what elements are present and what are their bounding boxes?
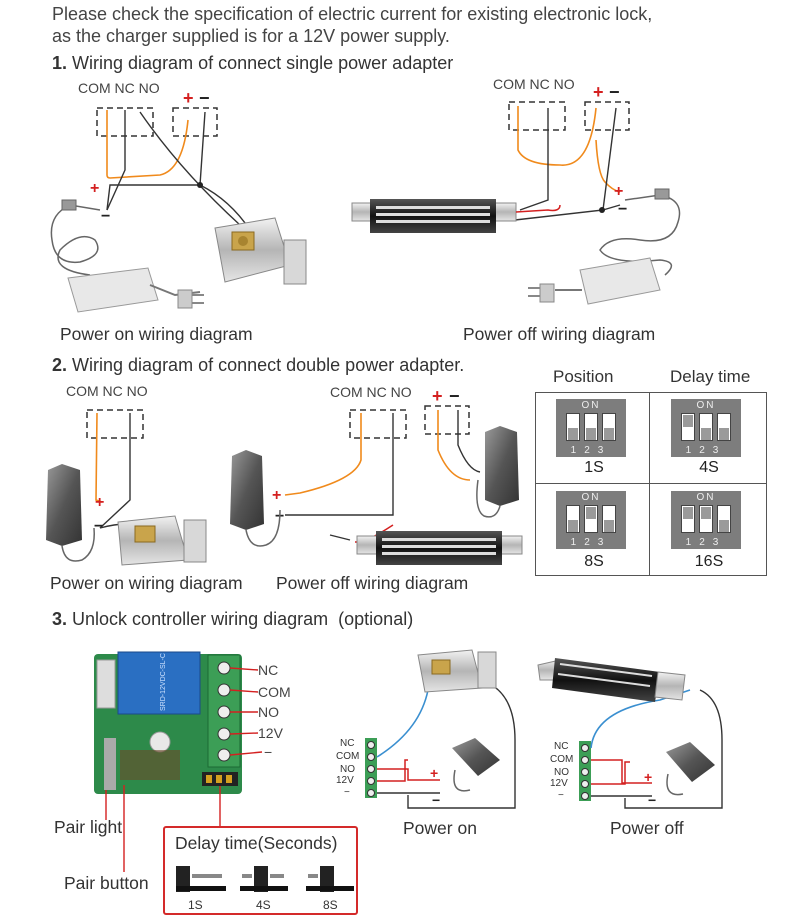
s1-left-plus: + (183, 88, 194, 108)
s2-left-electric-lock-icon (117, 515, 207, 566)
poff-label-nc: NC (554, 741, 569, 752)
svg-text:+: + (644, 769, 652, 785)
s2-left-terminal-labels: COM NC NO (66, 383, 148, 399)
s1-left-orange-wire (106, 110, 189, 179)
svg-text:−: − (618, 201, 627, 218)
controller-terminal-12v: 12V (258, 725, 283, 741)
pair-light-label: Pair light (54, 817, 123, 837)
s1-electric-lock-icon (214, 217, 307, 285)
controller-terminal-nc: NC (258, 662, 279, 678)
svg-text:−: − (101, 208, 110, 225)
s1-left-minus: − (199, 88, 210, 108)
power-on-caption: Power on (403, 818, 477, 838)
pon-label-nc: NC (340, 738, 355, 749)
pon-label-minus: − (344, 787, 350, 798)
jumper-8s-label: 8S (323, 898, 338, 912)
controller-terminal-minus: − (264, 744, 273, 760)
poff-label-12v: 12V (550, 778, 568, 789)
s1-left-terminal-labels: COM NC NO (78, 80, 160, 96)
delay-8s-label: 8S (584, 553, 604, 570)
s1-left-relay-terminals (96, 107, 218, 137)
pon-label-12v: 12V (336, 775, 354, 786)
section-3-heading: 3. Unlock controller wiring diagram (opt… (52, 609, 414, 629)
s2-right-caption: Power off wiring diagram (276, 573, 469, 593)
svg-text:+: + (593, 82, 604, 102)
svg-text:+: + (272, 487, 281, 504)
s2-left-adapter-icon (46, 464, 95, 562)
pon-label-no: NO (340, 764, 355, 775)
table-divider-h (536, 483, 766, 484)
s2-right-adapter-left-icon (230, 450, 281, 547)
svg-text:+: + (614, 183, 623, 200)
s2-left-caption: Power on wiring diagram (50, 573, 243, 593)
table-divider-v (649, 393, 650, 575)
dip-switch-4s: ON 123 (671, 399, 741, 457)
s2-right-terminal-labels: COM NC NO (330, 384, 412, 400)
s1-left-caption: Power on wiring diagram (60, 324, 253, 344)
s2-left-relay-terminals (86, 409, 144, 439)
poff-label-com: COM (550, 754, 574, 765)
dip-switch-table: ON 123 1S ON 123 4S ON 123 8S ON 123 16S (535, 392, 767, 576)
jumper-1s-label: 1S (188, 898, 203, 912)
section-2-heading: 2. Wiring diagram of connect double powe… (52, 355, 465, 375)
svg-text:−: − (648, 792, 656, 808)
svg-text:−: − (449, 386, 460, 406)
dip-switch-1s: ON 123 (556, 399, 626, 457)
s1-left-cable (50, 204, 101, 276)
section-1-heading: 1. Wiring diagram of connect single powe… (52, 53, 454, 73)
jumper-4s-label: 4S (256, 898, 271, 912)
dip-switch-16s: ON 123 (671, 491, 741, 549)
svg-text:SRD-12VDC-SL-C: SRD-12VDC-SL-C (160, 653, 167, 711)
svg-text:+: + (430, 765, 438, 781)
poff-label-no: NO (554, 767, 569, 778)
svg-text:−: − (94, 518, 103, 535)
s2-right-relay-terminals (349, 405, 470, 439)
svg-text:+: + (432, 386, 443, 406)
delay-jumper-box: Delay time(Seconds) 1S 4S 8S (163, 826, 358, 915)
dip-switch-8s: ON 123 (556, 491, 626, 549)
svg-text:+: + (90, 180, 99, 197)
jumper-1s-icon (176, 866, 226, 892)
svg-text:+: + (95, 494, 104, 511)
jumper-4s-icon (240, 866, 288, 892)
s1-left-plug-icon (177, 289, 193, 309)
delay-4s-label: 4S (699, 459, 719, 476)
delay-1s-label: 1S (584, 459, 604, 476)
power-on-diagram: + − (365, 649, 516, 809)
s1-right-terminal-labels: COM NC NO (493, 76, 575, 92)
intro-line-1: Please check the specification of electr… (52, 4, 653, 24)
svg-text:−: − (609, 82, 620, 102)
delay-jumper-title: Delay time(Seconds) (175, 833, 338, 853)
controller-callout-lines (105, 667, 263, 872)
pon-label-com: COM (336, 751, 360, 762)
jumper-8s-icon (306, 866, 354, 892)
s1-right-caption: Power off wiring diagram (463, 324, 656, 344)
s1-left-adapter-icon (67, 267, 159, 313)
poff-label-minus: − (558, 790, 564, 801)
svg-text:−: − (432, 792, 440, 808)
s1-magnetic-lock-icon (351, 199, 561, 233)
intro-line-2: as the charger supplied is for a 12V pow… (52, 26, 450, 46)
s1-right-adapter-icon (579, 257, 661, 305)
pair-button-label: Pair button (64, 873, 149, 893)
controller-terminal-com: COM (258, 684, 291, 700)
s1-right-relay-terminals (508, 101, 630, 131)
power-off-diagram: + − (537, 658, 723, 809)
power-off-caption: Power off (610, 818, 684, 838)
controller-terminal-no: NO (258, 704, 279, 720)
s2-magnetic-lock-icon (356, 531, 523, 565)
table-header-delay: Delay time (670, 367, 751, 386)
delay-16s-label: 16S (694, 553, 724, 570)
s2-right-adapter-right-icon (476, 426, 519, 518)
controller-board-icon: SRD-12VDC-SL-C (94, 651, 242, 794)
table-header-position: Position (553, 367, 614, 386)
